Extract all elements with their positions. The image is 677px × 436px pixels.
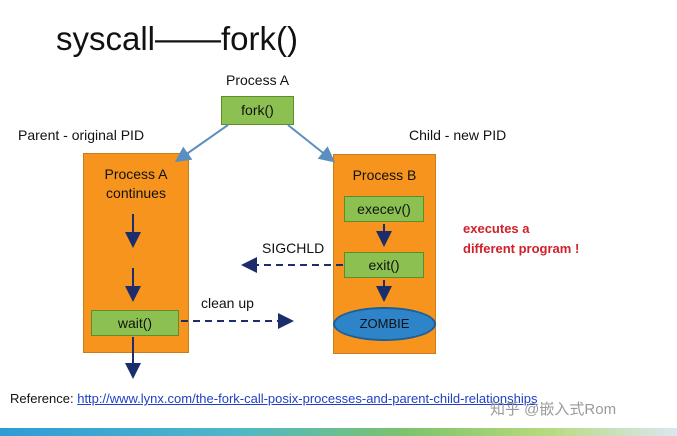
parent-label: Parent - original PID [18,127,145,143]
bottom-color-stripe [0,428,677,436]
process-b-title: Process B [352,167,417,183]
fork-box: fork() [221,96,294,125]
child-label: Child - new PID [409,127,507,143]
executes-note-line1: executes a [463,221,530,236]
exit-box: exit() [344,252,424,278]
fork-to-child-arrow [287,124,336,163]
process-a-continues-line1: Process A [104,166,168,182]
clean-up-label: clean up [201,295,254,311]
executes-note-line2: different program ! [463,241,580,256]
fork-to-parent-arrow [174,124,229,163]
execev-box: execev() [344,196,424,222]
reference-line: Reference: http://www.lynx.com/the-fork-… [10,391,537,406]
process-a-continues: Process A continues [83,165,189,203]
reference-link[interactable]: http://www.lynx.com/the-fork-call-posix-… [77,391,538,406]
executes-note: executes a different program ! [463,219,579,259]
sigchld-label: SIGCHLD [262,240,325,256]
reference-label: Reference: [10,391,74,406]
process-a-continues-line2: continues [106,185,166,201]
slide-title: syscall——fork() [56,20,299,57]
process-a-label: Process A [226,72,290,88]
watermark: 知乎 @嵌入式Rom [490,401,617,418]
zombie-ellipse: ZOMBIE [333,307,436,341]
wait-box: wait() [91,310,179,336]
